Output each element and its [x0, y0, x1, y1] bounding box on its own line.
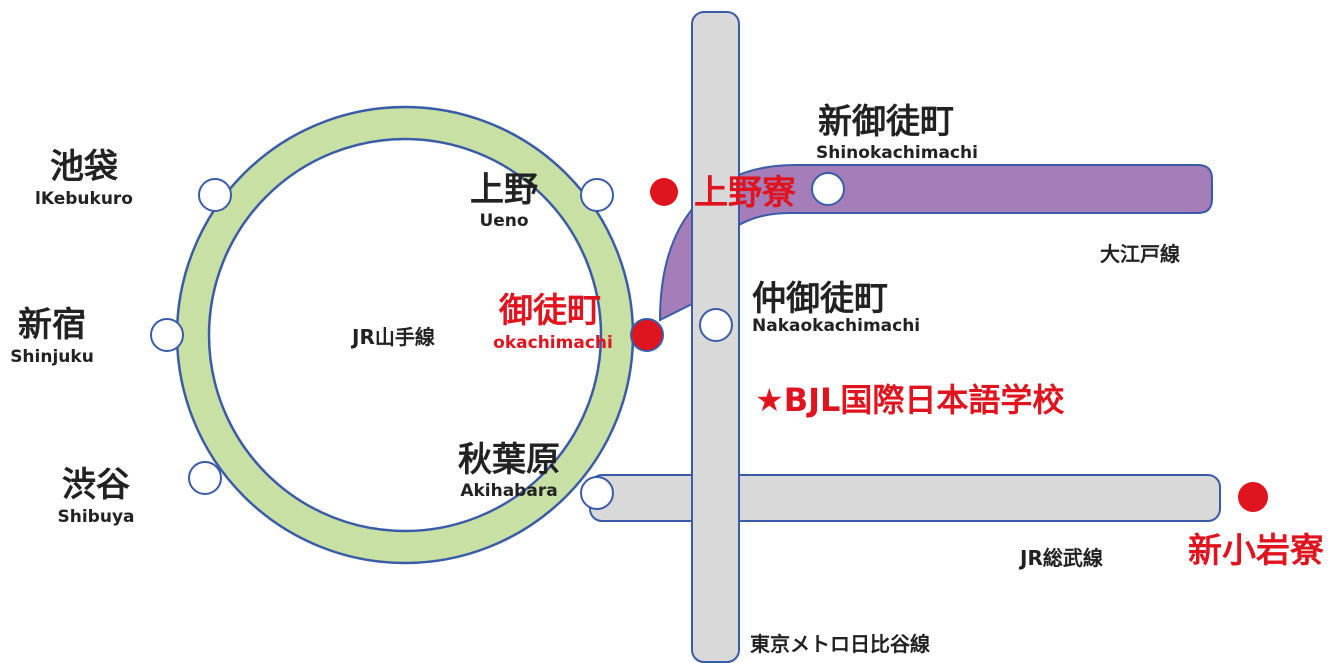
dorm-marker-shinkoiwa[interactable]: [1238, 482, 1268, 512]
station-nakaokachimachi-jp: 仲御徒町: [752, 279, 888, 319]
station-marker-okachimachi[interactable]: [630, 318, 664, 352]
station-shibuya-en: Shibuya: [57, 507, 135, 527]
station-ueno-en: Ueno: [479, 211, 529, 231]
station-shinjuku-jp: 新宿: [18, 305, 86, 345]
station-nakaokachimachi-en: Nakaokachimachi: [752, 316, 921, 336]
station-shinjuku-en: Shinjuku: [10, 347, 94, 367]
station-marker-ueno[interactable]: [580, 178, 614, 212]
station-marker-shinjuku[interactable]: [150, 318, 184, 352]
school-name: BJL国際日本語学校: [783, 381, 1065, 419]
line-label-yamanote: JR山手線: [352, 325, 435, 349]
station-okachimachi-jp: 御徒町: [499, 291, 601, 331]
line-label-sobu: JR総武線: [1020, 546, 1103, 570]
station-shinokachimachi-en: Shinokachimachi: [816, 143, 978, 163]
dorm-label-ueno: 上野寮: [694, 173, 796, 213]
station-akihabara-jp: 秋葉原: [458, 440, 560, 480]
station-shibuya-jp: 渋谷: [62, 465, 130, 505]
dorm-marker-ueno[interactable]: [650, 178, 678, 206]
station-ikebukuro-jp: 池袋: [50, 147, 118, 187]
station-marker-shibuya[interactable]: [188, 461, 222, 495]
station-marker-ikebukuro[interactable]: [198, 178, 232, 212]
star-icon: ★: [755, 381, 784, 419]
station-ikebukuro-en: lKebukuro: [35, 189, 133, 209]
station-marker-nakaokachimachi[interactable]: [699, 308, 733, 342]
station-okachimachi-en: okachimachi: [493, 333, 613, 353]
station-ueno-jp: 上野: [470, 170, 538, 210]
yamanote-inner: [207, 137, 603, 533]
station-shinokachimachi-jp: 新御徒町: [818, 102, 954, 142]
station-marker-akihabara[interactable]: [580, 476, 614, 510]
sobu-line: [589, 474, 1221, 522]
line-label-oedo: 大江戸線: [1100, 242, 1180, 266]
dorm-label-shinkoiwa: 新小岩寮: [1188, 531, 1324, 571]
school-label[interactable]: ★BJL国際日本語学校: [755, 384, 1064, 416]
line-label-hibiya: 東京メトロ日比谷線: [750, 632, 930, 656]
station-marker-shinokachimachi[interactable]: [811, 172, 845, 206]
station-akihabara-en: Akihabara: [460, 481, 558, 501]
